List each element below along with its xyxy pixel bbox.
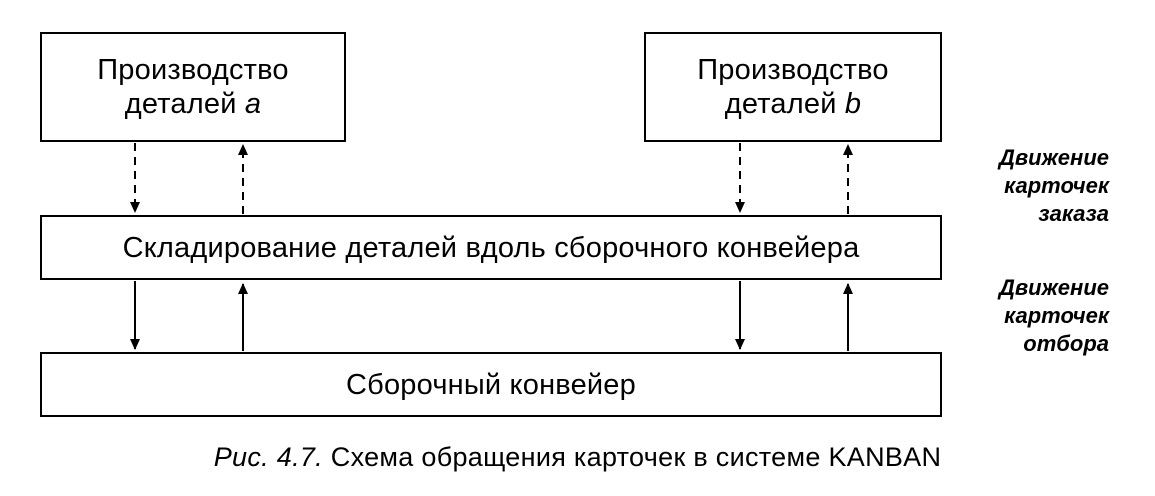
production-a-variable: a xyxy=(244,88,262,120)
order-cards-label: Движение карточек заказа xyxy=(909,144,1109,228)
pick-cards-label-line2: карточек xyxy=(1004,303,1109,328)
production-a-line1: Производство xyxy=(97,54,289,86)
conveyor-box: Сборочный конвейер xyxy=(40,352,942,417)
storage-box: Складирование деталей вдоль сборочного к… xyxy=(40,215,942,280)
production-b-text: Производство деталей b xyxy=(697,53,888,121)
caption-text: Схема обращения карточек в системе KANBA… xyxy=(322,442,942,472)
production-b-line2: деталей b xyxy=(697,87,888,121)
production-a-line2: деталей a xyxy=(97,87,288,121)
production-b-line1: Производство xyxy=(697,54,889,86)
pick-cards-label: Движение карточек отбора xyxy=(909,274,1109,358)
order-cards-label-line2: карточек xyxy=(1004,173,1109,198)
production-a-box: Производство деталей a xyxy=(40,32,346,142)
production-b-box: Производство деталей b xyxy=(644,32,942,142)
production-a-text: Производство деталей a xyxy=(97,53,288,121)
figure-number: Рис. 4.7. xyxy=(213,442,323,472)
pick-cards-label-line1: Движение xyxy=(998,275,1109,300)
production-b-variable: b xyxy=(844,88,862,120)
pick-cards-label-line3: отбора xyxy=(1023,331,1109,356)
conveyor-label: Сборочный конвейер xyxy=(346,368,636,401)
order-cards-label-line1: Движение xyxy=(998,145,1109,170)
production-a-line2-prefix: деталей xyxy=(124,88,245,120)
order-cards-label-line3: заказа xyxy=(1038,201,1109,226)
production-b-line2-prefix: деталей xyxy=(724,88,845,120)
figure-caption: Рис. 4.7. Схема обращения карточек в сис… xyxy=(0,440,1155,474)
storage-label: Складирование деталей вдоль сборочного к… xyxy=(122,231,860,264)
